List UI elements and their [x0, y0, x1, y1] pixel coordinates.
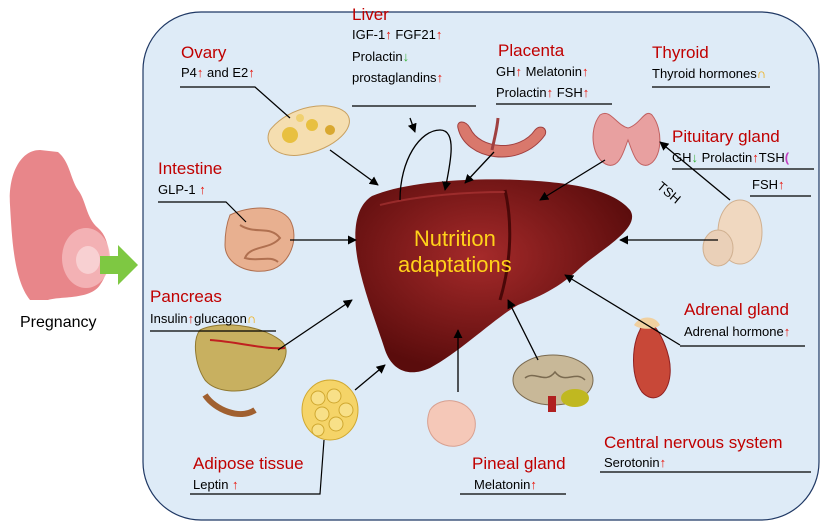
up-arrow-icon: ↑ [583, 85, 590, 100]
intestine-image [225, 208, 294, 271]
down-arrow-icon: ↓ [692, 150, 699, 165]
up-arrow-icon: ↑ [436, 27, 443, 42]
ovary-title: Ovary [181, 44, 226, 61]
tsh-label: TSH [759, 150, 785, 165]
up-arrow-icon: ↑ [437, 70, 444, 85]
up-arrow-icon: ↑ [248, 65, 255, 80]
pineal-title: Pineal gland [472, 455, 566, 472]
gh-label: GH [672, 150, 692, 165]
melatonin-label: Melatonin [474, 477, 530, 492]
up-arrow-icon: ↑ [197, 65, 204, 80]
wave-icon: ( [785, 150, 789, 165]
intestine-line-1: GLP-1 ↑ [158, 183, 206, 196]
liver-line-3: prostaglandins↑ [352, 71, 443, 84]
liver-line-2: Prolactin↓ [352, 50, 409, 63]
gh-label: GH [496, 64, 516, 79]
adipose-title: Adipose tissue [193, 455, 304, 472]
pituitary-line-1: GH↓ Prolactin↑TSH( [672, 151, 789, 164]
fsh-label: FSH [752, 177, 778, 192]
prolactin-label: Prolactin [352, 49, 403, 64]
fsh-label: FSH [557, 85, 583, 100]
pineal-line-1: Melatonin↑ [474, 478, 537, 491]
up-arrow-icon: ↑ [547, 85, 554, 100]
up-arrow-icon: ↑ [516, 64, 523, 79]
p4-label: P4 [181, 65, 197, 80]
wave-icon: ∩ [247, 311, 256, 326]
thyroid-title: Thyroid [652, 44, 709, 61]
center-label: Nutrition adaptations [398, 226, 512, 279]
prostaglandins-label: prostaglandins [352, 70, 437, 85]
intestine-title: Intestine [158, 160, 222, 177]
adipose-line-1: Leptin ↑ [193, 478, 239, 491]
pituitary-line-2: FSH↑ [752, 178, 785, 191]
pancreas-title: Pancreas [150, 288, 222, 305]
cns-line-1: Serotonin↑ [604, 456, 666, 469]
igf1-label: IGF-1 [352, 27, 385, 42]
leptin-label: Leptin [193, 477, 228, 492]
up-arrow-icon: ↑ [530, 477, 537, 492]
pregnancy-label: Pregnancy [20, 314, 97, 332]
thyroid-hormones-label: Thyroid hormones [652, 66, 757, 81]
pancreas-line-1: Insulin↑glucagon∩ [150, 312, 256, 325]
adrenal-hormone-label: Adrenal hormone [684, 324, 784, 339]
e2-label: and E2 [207, 65, 248, 80]
prolactin-label: Prolactin [496, 85, 547, 100]
placenta-title: Placenta [498, 42, 564, 59]
ovary-hormones: P4↑ and E2↑ [181, 66, 255, 79]
up-arrow-icon: ↑ [385, 27, 392, 42]
fgf21-label: FGF21 [395, 27, 435, 42]
up-arrow-icon: ↑ [232, 477, 239, 492]
pituitary-title: Pituitary gland [672, 128, 780, 145]
pregnant-woman-figure [10, 150, 110, 300]
adrenal-line-1: Adrenal hormone↑ [684, 325, 790, 338]
melatonin-label: Melatonin [526, 64, 582, 79]
up-arrow-icon: ↑ [778, 177, 785, 192]
down-arrow-icon: ↓ [403, 49, 410, 64]
up-arrow-icon: ↑ [582, 64, 589, 79]
up-arrow-icon: ↑ [199, 182, 206, 197]
up-arrow-icon: ↑ [784, 324, 791, 339]
prolactin-label: Prolactin [702, 150, 753, 165]
insulin-label: Insulin [150, 311, 188, 326]
center-line-2: adaptations [398, 252, 512, 278]
cns-title: Central nervous system [604, 434, 783, 451]
liver-title: Liver [352, 6, 389, 23]
thyroid-line-1: Thyroid hormones∩ [652, 67, 766, 80]
glucagon-label: glucagon [194, 311, 247, 326]
up-arrow-icon: ↑ [660, 455, 667, 470]
pineal-image [428, 401, 476, 447]
serotonin-label: Serotonin [604, 455, 660, 470]
glp1-label: GLP-1 [158, 182, 196, 197]
wave-icon: ∩ [757, 66, 766, 81]
placenta-line-2: Prolactin↑ FSH↑ [496, 86, 589, 99]
adipose-image [302, 380, 358, 440]
placenta-line-1: GH↑ Melatonin↑ [496, 65, 589, 78]
liver-line-1: IGF-1↑ FGF21↑ [352, 28, 442, 41]
adrenal-title: Adrenal gland [684, 301, 789, 318]
center-line-1: Nutrition [398, 226, 512, 252]
